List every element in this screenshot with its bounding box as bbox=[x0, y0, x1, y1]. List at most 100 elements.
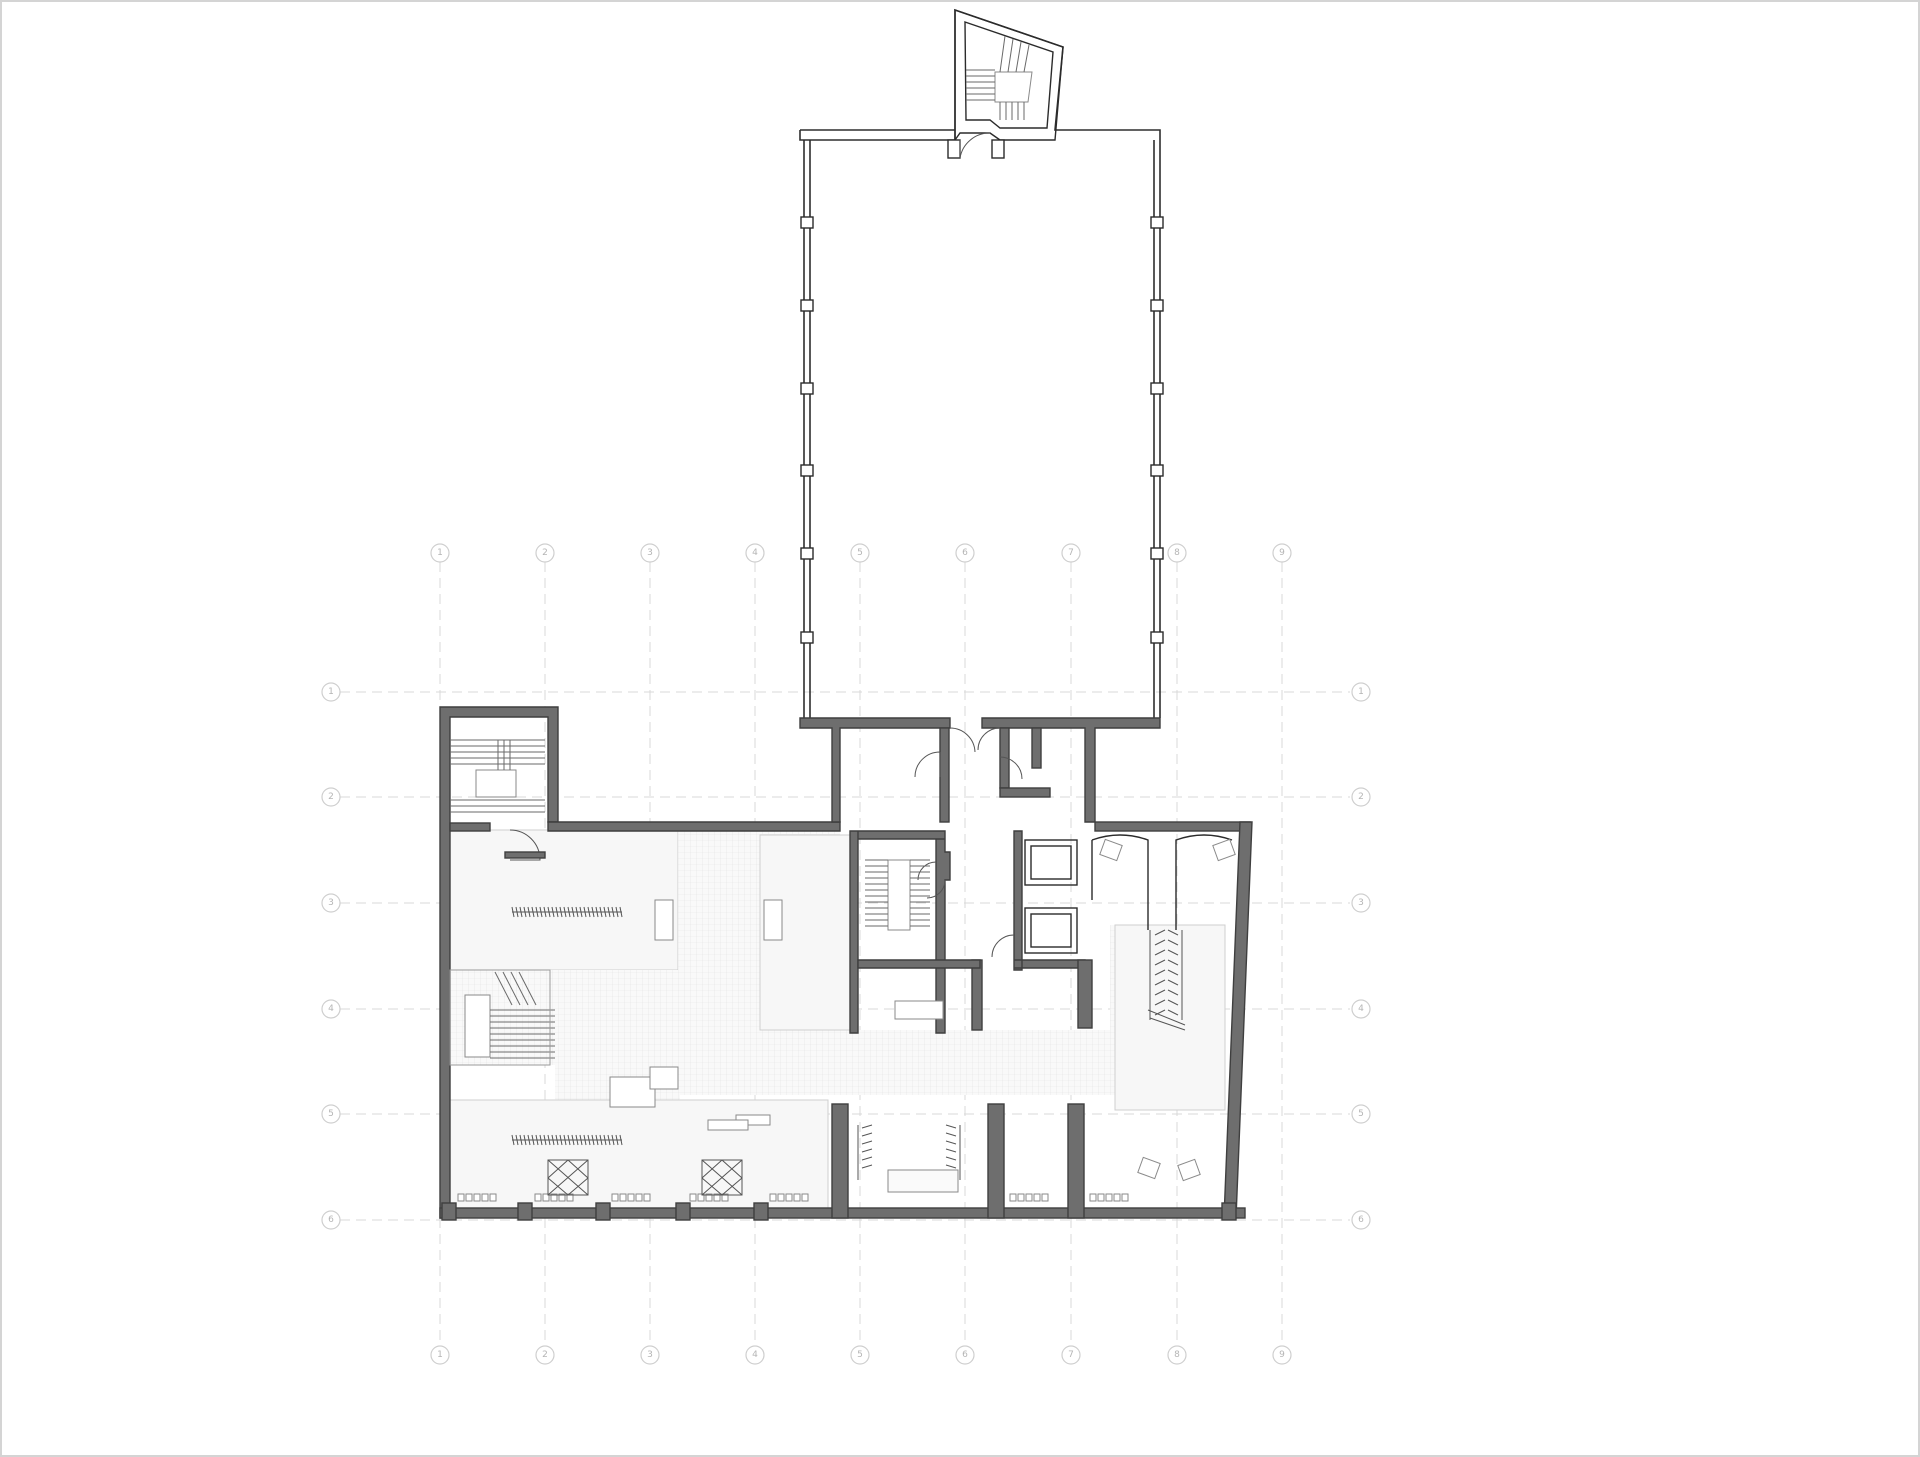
core-pier-east bbox=[1077, 959, 1093, 1029]
grid-label: 6 bbox=[962, 548, 968, 558]
south-pier bbox=[675, 1202, 691, 1221]
counter bbox=[654, 899, 674, 941]
south-pier bbox=[517, 1202, 533, 1221]
floor-finishes bbox=[447, 829, 1226, 1211]
service-door bbox=[977, 727, 1001, 751]
grid-label: 1 bbox=[1358, 687, 1364, 697]
service-north-wall-middle bbox=[1094, 821, 1251, 832]
service-wall-c bbox=[999, 787, 1051, 798]
clothing-rack bbox=[511, 1134, 623, 1146]
hall-column bbox=[1150, 299, 1164, 312]
counter bbox=[763, 899, 783, 941]
grid-bubble-v-bottom-6: 6 bbox=[955, 1345, 975, 1365]
grid-label: 1 bbox=[328, 687, 334, 697]
grid-label: 9 bbox=[1279, 548, 1285, 558]
grid-bubble-v-bottom-9: 9 bbox=[1272, 1345, 1292, 1365]
grid-label: 4 bbox=[752, 548, 758, 558]
grid-label: 6 bbox=[328, 1215, 334, 1225]
grid-label: 2 bbox=[542, 1350, 548, 1360]
core-pier-mid bbox=[971, 959, 983, 1031]
south-pier bbox=[753, 1202, 769, 1221]
central-display-table bbox=[894, 1000, 944, 1020]
wall-rack bbox=[611, 1193, 651, 1202]
furniture bbox=[457, 834, 1236, 1202]
north-stair-treads bbox=[966, 35, 1033, 120]
bay-racks bbox=[857, 929, 1186, 1193]
grid-bubble-h-left-3: 3 bbox=[321, 893, 341, 913]
nw-door-jamb bbox=[504, 851, 546, 859]
clothing-rack bbox=[511, 906, 623, 918]
bay-pier-3 bbox=[1067, 1103, 1085, 1219]
hall-column bbox=[1150, 464, 1164, 477]
floor-zone-east bbox=[1114, 924, 1226, 1111]
service-door bbox=[914, 751, 941, 778]
grid-bubble-v-bottom-4: 4 bbox=[745, 1345, 765, 1365]
grid-bubble-v-top-5: 5 bbox=[850, 543, 870, 563]
grid-label: 2 bbox=[542, 548, 548, 558]
core-south-wall bbox=[857, 959, 981, 969]
north-hall bbox=[799, 8, 1164, 718]
display-grid bbox=[701, 1159, 743, 1196]
grid-label: 3 bbox=[1358, 898, 1364, 908]
grid-label: 3 bbox=[647, 1350, 653, 1360]
grid-label: 1 bbox=[437, 1350, 443, 1360]
hall-column bbox=[1150, 382, 1164, 395]
armchair bbox=[1212, 838, 1236, 862]
counter bbox=[707, 1119, 749, 1131]
north-stair-landing-post bbox=[991, 139, 1005, 159]
grid-bubble-v-bottom-1: 1 bbox=[430, 1345, 450, 1365]
bay-pier-2 bbox=[987, 1103, 1005, 1219]
hall-column bbox=[800, 631, 814, 644]
wall-rack bbox=[534, 1193, 574, 1202]
wall-rack bbox=[689, 1193, 729, 1202]
lift-2 bbox=[1024, 907, 1078, 954]
grid-label: 4 bbox=[752, 1350, 758, 1360]
east-wall bbox=[1223, 821, 1253, 1219]
grid-label: 5 bbox=[857, 1350, 863, 1360]
arched-niche bbox=[1175, 834, 1233, 930]
service-north-wall-west bbox=[799, 717, 951, 823]
grid-bubble-h-left-2: 2 bbox=[321, 787, 341, 807]
grid-label: 7 bbox=[1068, 548, 1074, 558]
grid-bubble-h-left-6: 6 bbox=[321, 1210, 341, 1230]
service-door bbox=[999, 756, 1023, 780]
grid-bubble-v-top-3: 3 bbox=[640, 543, 660, 563]
display-grid bbox=[547, 1159, 589, 1196]
grid-bubble-h-right-1: 1 bbox=[1351, 682, 1371, 702]
south-pier bbox=[1221, 1202, 1237, 1221]
core-door bbox=[991, 934, 1015, 958]
north-wall-west bbox=[547, 821, 841, 832]
grid-bubble-h-right-2: 2 bbox=[1351, 787, 1371, 807]
grid-label: 2 bbox=[328, 792, 334, 802]
grid-bubble-v-top-1: 1 bbox=[430, 543, 450, 563]
grid-label: 5 bbox=[328, 1109, 334, 1119]
north-stair-landing-post bbox=[947, 139, 961, 159]
south-pier bbox=[441, 1202, 457, 1221]
north-stair-tower bbox=[954, 9, 1064, 143]
grid-bubble-v-top-6: 6 bbox=[955, 543, 975, 563]
service-door bbox=[949, 727, 976, 753]
grid-label: 8 bbox=[1174, 1350, 1180, 1360]
store-fixture bbox=[449, 969, 551, 1066]
floor-zone-west-top bbox=[447, 829, 679, 971]
hall-column bbox=[1150, 631, 1164, 644]
grid-label: 1 bbox=[437, 548, 443, 558]
grid-bubble-h-left-1: 1 bbox=[321, 682, 341, 702]
grid-bubble-h-right-3: 3 bbox=[1351, 893, 1371, 913]
service-wall-d bbox=[1031, 727, 1042, 769]
lift-2-car bbox=[1030, 913, 1072, 948]
south-pier bbox=[595, 1202, 611, 1221]
grid-bubble-v-bottom-2: 2 bbox=[535, 1345, 555, 1365]
display-table bbox=[609, 1076, 656, 1108]
armchair bbox=[1177, 1158, 1201, 1182]
wall-rack bbox=[769, 1193, 809, 1202]
display-table bbox=[649, 1066, 679, 1090]
core-stair bbox=[865, 859, 930, 931]
arched-niche bbox=[1091, 834, 1149, 930]
grid-bubble-v-top-4: 4 bbox=[745, 543, 765, 563]
grid-label: 4 bbox=[328, 1004, 334, 1014]
store-stair bbox=[464, 969, 555, 1066]
grid-bubble-v-bottom-5: 5 bbox=[850, 1345, 870, 1365]
grid-label: 9 bbox=[1279, 1350, 1285, 1360]
